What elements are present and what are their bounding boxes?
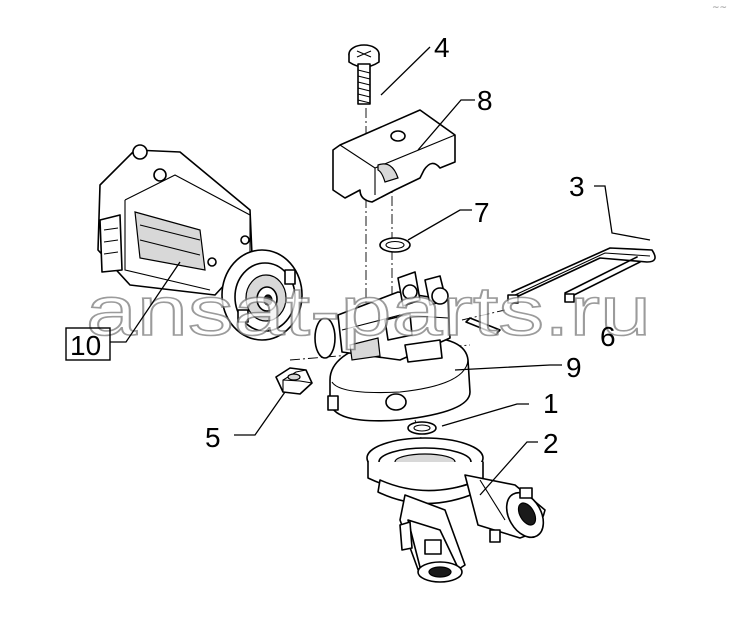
- part-9-housing: [314, 271, 471, 422]
- part-4-screw: [348, 44, 380, 105]
- part-5-nut: [275, 367, 313, 395]
- corner-mark: ~~: [712, 3, 727, 13]
- leader-lines: [110, 46, 651, 496]
- part-7-oring: [379, 237, 411, 253]
- callout-10-box: [65, 327, 111, 361]
- callout-2: 2: [543, 428, 559, 459]
- callout-9: 9: [566, 352, 582, 383]
- part-2-lower-body: [366, 437, 546, 583]
- part-8-clamp: [332, 109, 456, 203]
- callout-7: 7: [474, 197, 490, 228]
- part-1-oring: [407, 421, 437, 435]
- callout-10: 10: [70, 330, 101, 361]
- part-3-rod: [465, 247, 656, 335]
- callout-4: 4: [434, 32, 450, 63]
- callout-8: 8: [477, 85, 493, 116]
- callout-5: 5: [205, 422, 221, 453]
- callout-6: 6: [600, 321, 616, 352]
- part-10-motor: [97, 144, 303, 341]
- callouts: 1 2 3 4 5 6 7 8 9 10: [65, 32, 616, 459]
- callout-1: 1: [543, 388, 559, 419]
- watermark-text: ansat-parts.ru: [86, 272, 651, 350]
- callout-3: 3: [569, 171, 585, 202]
